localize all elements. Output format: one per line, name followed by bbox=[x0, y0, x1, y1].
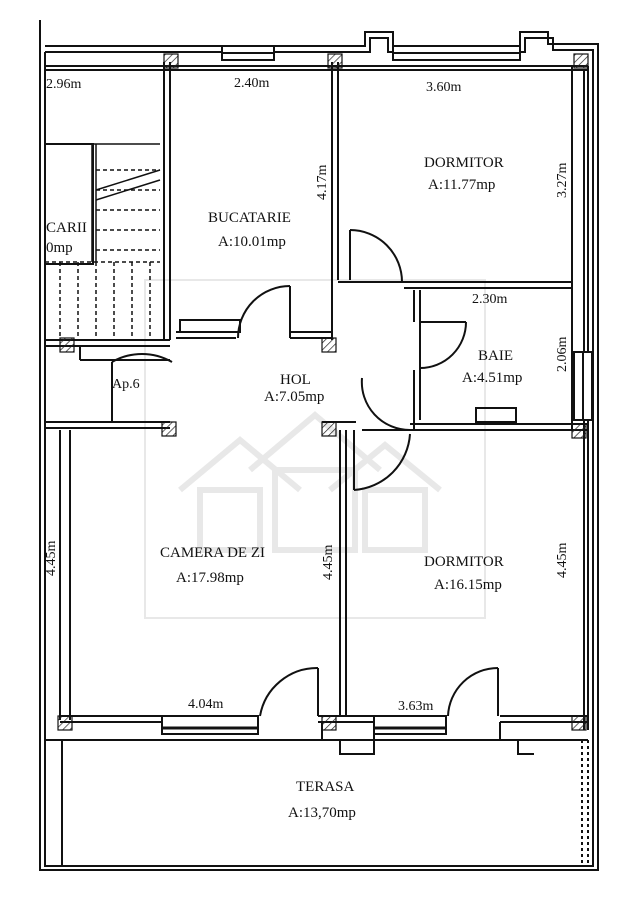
dim-bath-height: 2.06m bbox=[555, 337, 570, 373]
stairs-area: 0mp bbox=[46, 240, 73, 256]
bedroom1-name: DORMITOR bbox=[424, 155, 504, 171]
dimension-labels: 2.96m 2.40m 3.60m 4.17m 3.27m 2.30m 2.06… bbox=[44, 76, 570, 714]
dim-bedroom1-width: 3.60m bbox=[426, 80, 462, 95]
interior-walls bbox=[45, 62, 589, 866]
terrace-area: A:13,70mp bbox=[288, 805, 356, 821]
dim-bedroom2-height: 4.45m bbox=[555, 543, 570, 579]
columns bbox=[57, 53, 589, 731]
staircase bbox=[44, 143, 161, 336]
terrace-name: TERASA bbox=[296, 779, 355, 795]
kitchen-name: BUCATARIE bbox=[208, 210, 291, 226]
apartment-label: Ap.6 bbox=[112, 377, 140, 392]
dim-living-width: 4.04m bbox=[188, 697, 224, 712]
bedroom2-name: DORMITOR bbox=[424, 554, 504, 570]
stairs-name: CARII bbox=[46, 220, 87, 236]
dim-living-height: 4.45m bbox=[321, 545, 336, 581]
outer-walls bbox=[39, 20, 599, 871]
dim-bedroom1-height: 3.27m bbox=[555, 163, 570, 199]
windows bbox=[161, 45, 593, 735]
dim-kitchen-width: 2.40m bbox=[234, 76, 270, 91]
kitchen-area: A:10.01mp bbox=[218, 234, 286, 250]
dim-bath-width: 2.30m bbox=[472, 292, 508, 307]
living-area: A:17.98mp bbox=[176, 570, 244, 586]
dim-kitchen-height: 4.17m bbox=[315, 165, 330, 201]
doors bbox=[111, 229, 517, 717]
bath-area: A:4.51mp bbox=[462, 370, 522, 386]
dim-left-height: 4.45m bbox=[44, 541, 59, 577]
bath-name: BAIE bbox=[478, 348, 513, 364]
hall-name: HOL bbox=[280, 372, 311, 388]
hall-area: A:7.05mp bbox=[264, 389, 324, 405]
bedroom2-area: A:16.15mp bbox=[434, 577, 502, 593]
living-name: CAMERA DE ZI bbox=[160, 545, 265, 561]
bedroom1-area: A:11.77mp bbox=[428, 177, 495, 193]
dim-stair-width: 2.96m bbox=[46, 77, 82, 92]
watermark bbox=[144, 279, 486, 619]
dim-bedroom2-width: 3.63m bbox=[398, 699, 434, 714]
room-labels: CARII 0mp BUCATARIE A:10.01mp DORMITOR A… bbox=[46, 155, 522, 821]
